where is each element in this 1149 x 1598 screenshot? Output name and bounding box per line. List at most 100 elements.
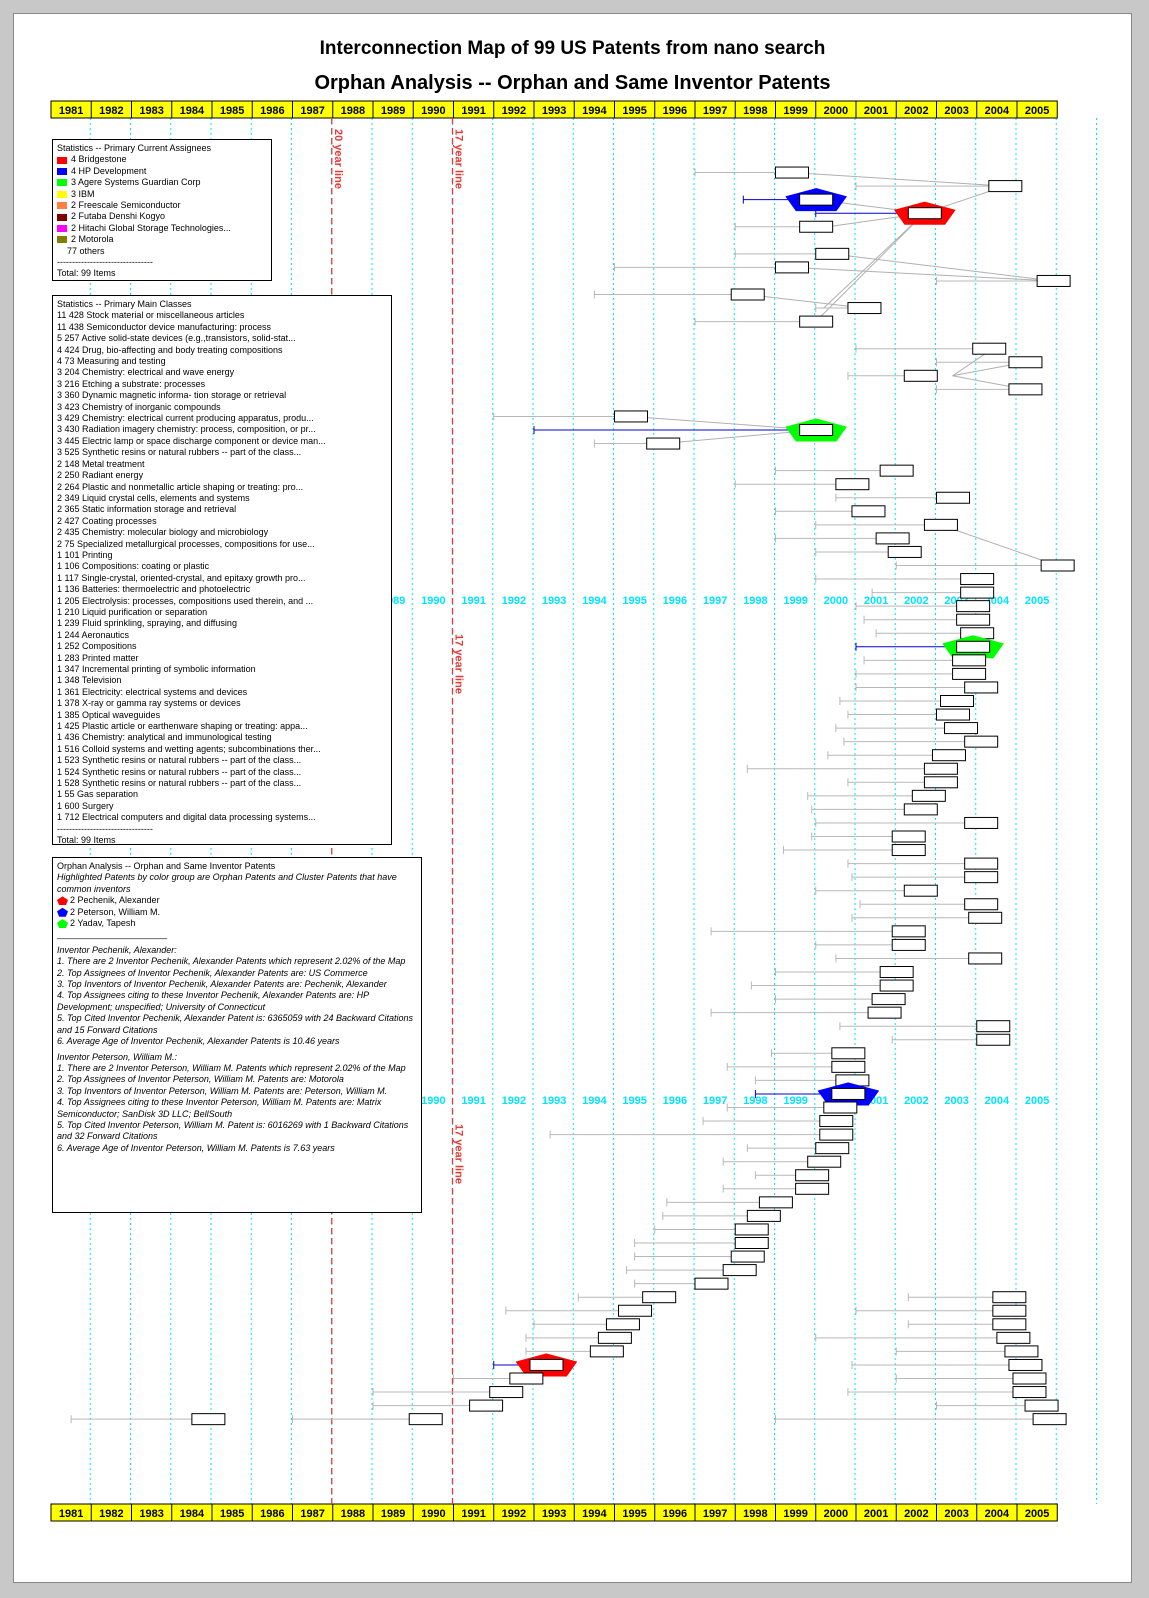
year-tick-label: 2005 <box>1025 105 1049 117</box>
year-tick-label: 1991 <box>461 1508 485 1520</box>
inventor-section-line: 3. Top Inventors of Inventor Pechenik, A… <box>57 979 417 990</box>
patent-box <box>735 1238 768 1249</box>
year-tick-label: 2000 <box>824 105 848 117</box>
year-tick-label: 1993 <box>542 1508 566 1520</box>
orphan-description: Highlighted Patents by color group are O… <box>57 872 417 895</box>
patent-box <box>808 1156 841 1167</box>
class-item: 1 136 Batteries: thermoelectric and phot… <box>57 584 387 595</box>
inventor-section-line: 4. Top Assignees citing to these Invento… <box>57 990 417 1013</box>
citation-link <box>792 173 1005 187</box>
class-item: 1 528 Synthetic resins or natural rubber… <box>57 778 387 789</box>
patent-box <box>965 817 998 828</box>
class-item: 3 204 Chemistry: electrical and wave ene… <box>57 367 387 378</box>
repeated-year-label: 2002 <box>904 1095 928 1107</box>
repeated-year-label: 1992 <box>502 1095 526 1107</box>
patent-box <box>731 289 764 300</box>
patent-box <box>993 1319 1026 1330</box>
patent-box <box>924 763 957 774</box>
patent-box <box>932 750 965 761</box>
citation-link <box>792 267 1054 281</box>
repeated-year-label: 1999 <box>783 1095 807 1107</box>
patent-box <box>965 858 998 869</box>
class-item: 1 283 Printed matter <box>57 653 387 664</box>
year-tick-label: 1985 <box>220 1508 244 1520</box>
orphan-heading: Orphan Analysis -- Orphan and Same Inven… <box>57 861 417 872</box>
patent-box <box>409 1414 442 1425</box>
patent-box <box>924 777 957 788</box>
patent-box <box>796 1183 829 1194</box>
class-item: 2 365 Static information storage and ret… <box>57 504 387 515</box>
repeated-year-label: 2004 <box>985 1095 1010 1107</box>
year-tick-label: 1987 <box>300 105 324 117</box>
class-item: 3 445 Electric lamp or space discharge c… <box>57 436 387 447</box>
year-tick-label: 1998 <box>743 105 767 117</box>
patent-box <box>1013 1373 1046 1384</box>
year-tick-label: 2002 <box>904 1508 928 1520</box>
year-tick-label: 1999 <box>783 1508 807 1520</box>
class-item: 1 436 Chemistry: analytical and immunolo… <box>57 732 387 743</box>
patent-box <box>904 885 937 896</box>
orphan-group-label: 2 Yadav, Tapesh <box>70 918 135 928</box>
year-tick-label: 1997 <box>703 1508 727 1520</box>
orphan-group-item: 2 Peterson, William M. <box>57 907 417 918</box>
class-item: 1 385 Optical waveguides <box>57 710 387 721</box>
patent-box <box>1009 1359 1042 1370</box>
patent-box <box>965 682 998 693</box>
year-tick-label: 1994 <box>582 1508 607 1520</box>
patent-box <box>647 438 680 449</box>
repeated-year-label: 1993 <box>542 1095 566 1107</box>
patent-box <box>836 479 869 490</box>
class-item: 1 101 Printing <box>57 550 387 561</box>
patent-box <box>590 1346 623 1357</box>
pentagon-icon <box>57 908 68 917</box>
year-tick-label: 1989 <box>381 105 405 117</box>
patent-box <box>892 845 925 856</box>
class-item: 1 252 Compositions <box>57 641 387 652</box>
class-item: 1 106 Compositions: coating or plastic <box>57 561 387 572</box>
class-item: 1 425 Plastic article or earthenware sha… <box>57 721 387 732</box>
patent-box <box>880 967 913 978</box>
year-tick-label: 1983 <box>139 1508 163 1520</box>
class-item: 3 429 Chemistry: electrical current prod… <box>57 413 387 424</box>
chart-title: Interconnection Map of 99 US Patents fro… <box>14 38 1131 60</box>
orphan-separator: ______________________ <box>57 929 417 940</box>
inventor-section-line: 3. Top Inventors of Inventor Peterson, W… <box>57 1086 417 1097</box>
assignee-label: 3 IBM <box>71 189 95 199</box>
year-tick-label: 1990 <box>421 1508 445 1520</box>
patent-box <box>816 248 849 259</box>
patent-box <box>957 601 990 612</box>
year-tick-label: 1984 <box>180 1508 205 1520</box>
patent-box <box>695 1278 728 1289</box>
year-tick-label: 1982 <box>99 1508 123 1520</box>
year-tick-label: 1992 <box>502 105 526 117</box>
reference-line-label: 20 year line <box>332 129 344 189</box>
citation-link <box>824 213 925 308</box>
inventor-section-line: 5. Top Cited Inventor Peterson, William … <box>57 1120 417 1143</box>
inventor-section-title: Inventor Pechenik, Alexander: <box>57 945 417 956</box>
patent-box <box>735 1224 768 1235</box>
patent-box <box>1009 384 1042 395</box>
patent-box <box>1041 560 1074 571</box>
patent-box <box>723 1265 756 1276</box>
repeated-year-label: 1995 <box>622 595 646 607</box>
class-item: 5 257 Active solid-state devices (e.g.,t… <box>57 333 387 344</box>
patent-box <box>776 262 809 273</box>
class-item: 3 525 Synthetic resins or natural rubber… <box>57 447 387 458</box>
year-tick-label: 1998 <box>743 1508 767 1520</box>
assignee-color-swatch <box>57 168 67 175</box>
patent-box <box>820 1129 853 1140</box>
assignee-color-swatch <box>57 214 67 221</box>
assignee-color-swatch <box>57 191 67 198</box>
patent-box <box>953 668 986 679</box>
patent-box <box>1025 1400 1058 1411</box>
assignee-item: 2 Freescale Semiconductor <box>57 200 267 211</box>
patent-box <box>192 1414 225 1425</box>
assignee-label: 3 Agere Systems Guardian Corp <box>71 177 201 187</box>
patent-box <box>969 912 1002 923</box>
patent-box <box>872 994 905 1005</box>
patent-box <box>619 1305 652 1316</box>
class-item: 2 148 Metal treatment <box>57 459 387 470</box>
inventor-section-line: 2. Top Assignees of Inventor Peterson, W… <box>57 1074 417 1085</box>
patent-box <box>598 1332 631 1343</box>
inventor-section-line: 1. There are 2 Inventor Peterson, Willia… <box>57 1063 417 1074</box>
